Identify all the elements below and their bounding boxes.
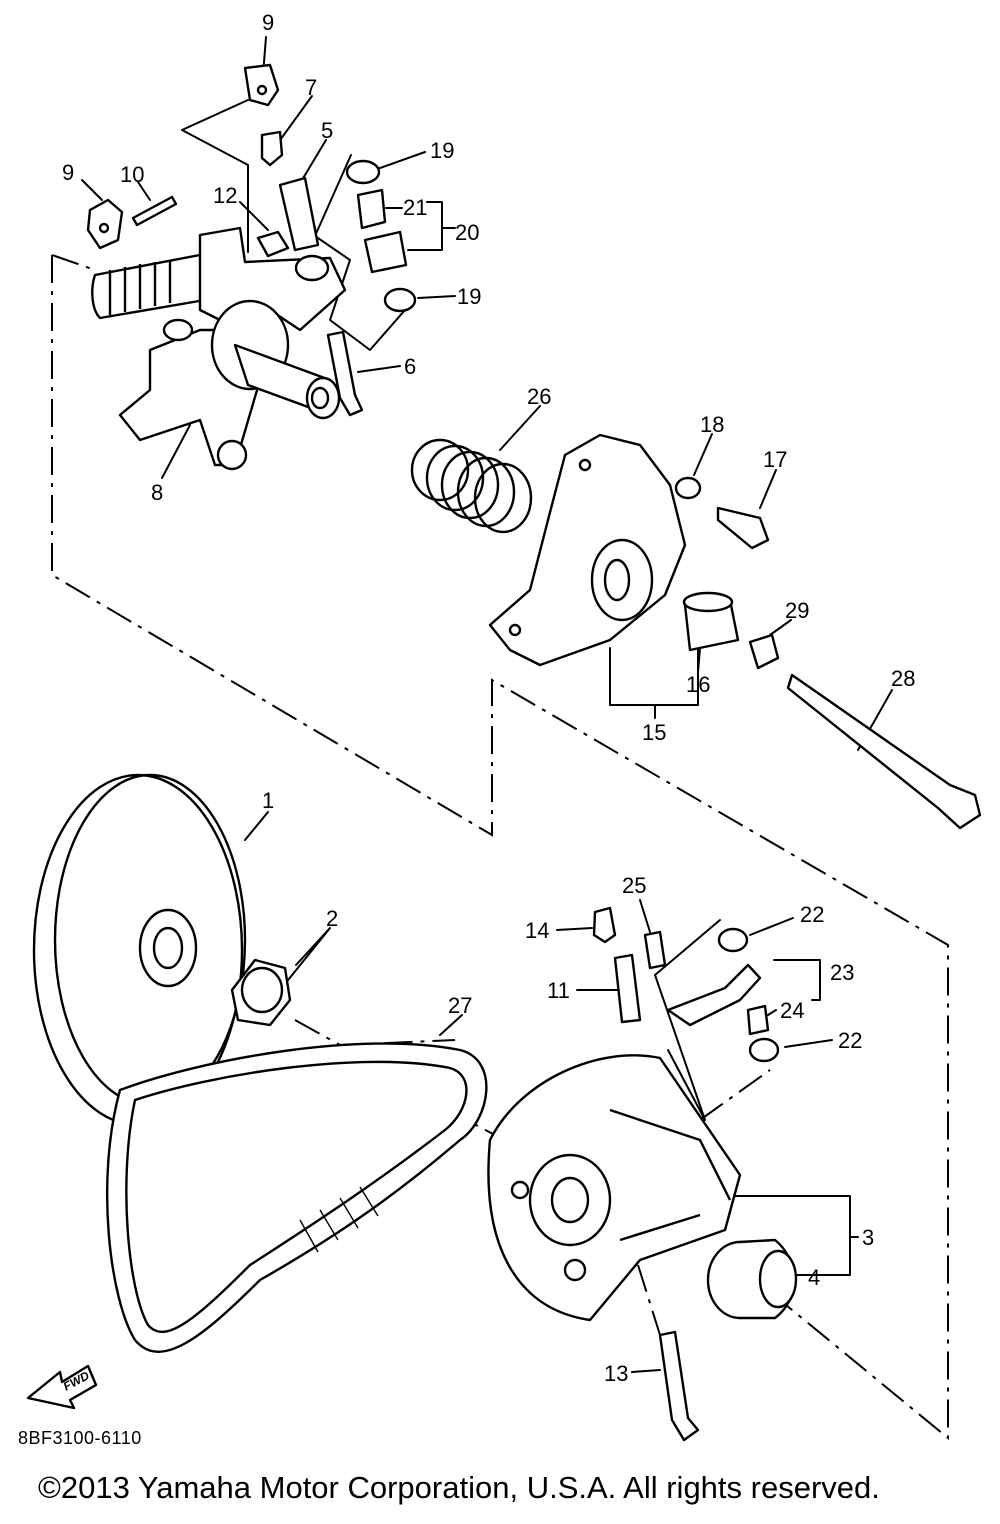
- callout-10: 10: [120, 162, 144, 187]
- part-19-washer-bottom: [383, 287, 417, 313]
- callout-16: 16: [686, 672, 710, 697]
- callout-27: 27: [448, 993, 472, 1018]
- callout-22-top: 22: [800, 902, 824, 927]
- copyright-notice: ©2013 Yamaha Motor Corporation, U.S.A. A…: [38, 1470, 880, 1505]
- callout-5: 5: [321, 118, 333, 143]
- callout-1: 1: [262, 788, 274, 813]
- callout-13: 13: [604, 1361, 628, 1386]
- part-12-screw: [256, 230, 290, 258]
- part-21-bushing: [356, 188, 387, 230]
- callout-9-top: 9: [262, 10, 274, 35]
- lower-small-parts: [592, 906, 780, 1442]
- callout-22-bottom: 22: [838, 1028, 862, 1053]
- callout-19-bottom: 19: [457, 284, 481, 309]
- part-4-bushing: [706, 1238, 798, 1320]
- part-2-collar: [230, 958, 292, 1027]
- spider-assembly: [91, 226, 347, 471]
- callout-2: 2: [326, 906, 338, 931]
- callout-8: 8: [151, 480, 163, 505]
- callout-labels: 9 7 5 19 10 9 12 21 20 19 6 26 18 17 8 2…: [62, 10, 915, 1386]
- upper-small-parts: [86, 63, 417, 417]
- callout-23: 23: [830, 960, 854, 985]
- callout-28: 28: [891, 666, 915, 691]
- callout-14: 14: [525, 918, 549, 943]
- part-7-nut: [260, 130, 284, 167]
- part-19-washer-top: [345, 159, 381, 185]
- callout-11: 11: [547, 978, 570, 1003]
- callout-4: 4: [808, 1265, 820, 1290]
- callout-21: 21: [403, 195, 427, 220]
- part-11-pin: [613, 953, 642, 1024]
- drawing-code: 8BF3100-6110: [18, 1428, 142, 1448]
- part-26-spring: [410, 438, 533, 534]
- part-10-pin: [131, 195, 178, 227]
- part-28-bolt: [786, 673, 982, 830]
- part-14-nut: [592, 906, 617, 944]
- callout-25: 25: [622, 873, 646, 898]
- part-13-bolt: [658, 1330, 700, 1442]
- part-24-roller: [746, 1004, 770, 1036]
- callout-9-left: 9: [62, 160, 74, 185]
- part-17-bolt: [716, 506, 770, 550]
- part-22-washer-top: [717, 927, 749, 953]
- part-5-pin: [278, 176, 320, 252]
- callout-18: 18: [700, 412, 724, 437]
- callout-26: 26: [527, 384, 551, 409]
- callout-15: 15: [642, 720, 666, 745]
- part-1-fixed-sheave: [32, 773, 247, 1127]
- callout-24: 24: [780, 998, 804, 1023]
- part-15-cover: [488, 433, 687, 667]
- part-18-washer: [674, 476, 702, 500]
- callout-3: 3: [862, 1225, 874, 1250]
- part-23-arm: [666, 963, 762, 1027]
- fwd-arrow-icon: FWD: [26, 1364, 98, 1410]
- cover-small-parts: [674, 476, 982, 830]
- part-22-washer-bottom: [748, 1037, 780, 1063]
- part-25-pin: [643, 930, 667, 970]
- callout-29: 29: [785, 598, 809, 623]
- callout-17: 17: [763, 447, 787, 472]
- part-3-movable-sheave: [487, 1054, 742, 1322]
- callout-6: 6: [404, 354, 416, 379]
- callout-19-top: 19: [430, 138, 454, 163]
- part-20-roller: [363, 230, 408, 274]
- part-29-washer: [748, 633, 780, 670]
- part-27-belt: [105, 1042, 488, 1353]
- part-6-bolt: [326, 330, 364, 417]
- callout-7: 7: [305, 75, 317, 100]
- callout-20: 20: [455, 220, 479, 245]
- callout-12: 12: [213, 183, 237, 208]
